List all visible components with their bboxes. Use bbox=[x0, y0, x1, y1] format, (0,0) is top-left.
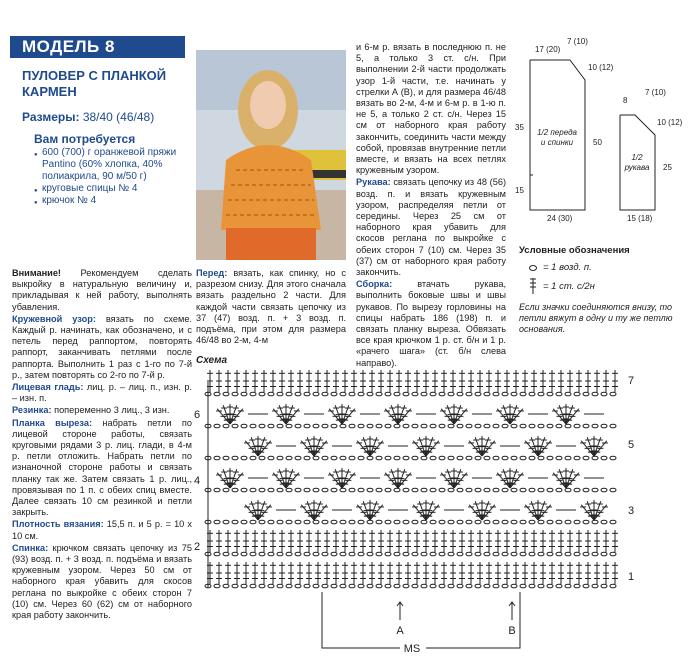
placket-label: Планка выреза: bbox=[12, 417, 93, 428]
row-label-2: 2 bbox=[194, 541, 200, 553]
legend-chain: = 1 возд. п. bbox=[543, 262, 592, 273]
front-label: Перед: bbox=[196, 268, 228, 278]
row-label-6: 6 bbox=[194, 409, 200, 421]
title-line-1: ПУЛОВЕР С ПЛАНКОЙ bbox=[22, 68, 167, 83]
instructions-column-3: и 6-м р. вязать в последнюю п. не 5, а т… bbox=[356, 42, 506, 370]
pattern-diagram: 1/2 переда и спинки 17 (20) 7 (10) 10 (1… bbox=[515, 37, 683, 223]
double-crochet-icon bbox=[530, 278, 536, 294]
row-label-1: 1 bbox=[628, 571, 634, 583]
dim-17-20: 17 (20) bbox=[535, 45, 561, 54]
legend-heading: Условные обозначения bbox=[519, 245, 630, 256]
dim-35: 35 bbox=[515, 123, 524, 132]
dim-24-30: 24 (30) bbox=[547, 214, 573, 223]
pattern-title: ПУЛОВЕР С ПЛАНКОЙ КАРМЕН bbox=[22, 68, 192, 100]
sleeves-label: Рукава: bbox=[356, 177, 391, 188]
attention-label: Внимание! bbox=[12, 268, 61, 278]
arrow-b-head-icon bbox=[508, 601, 516, 607]
sleeves-text: связать цепочку из 48 (56) возд. п. и вя… bbox=[356, 177, 506, 278]
material-item: 600 (700) г оранжевой пряжи Pantino (60%… bbox=[34, 147, 194, 183]
dim-7-10-a: 7 (10) bbox=[567, 37, 588, 46]
rib-text: попеременно 3 лиц., 3 изн. bbox=[51, 405, 170, 416]
lace-label: Кружевной узор: bbox=[12, 313, 96, 324]
gauge-label: Плотность вязания: bbox=[12, 519, 104, 530]
title-line-2: КАРМЕН bbox=[22, 84, 77, 99]
dim-10-12-a: 10 (12) bbox=[588, 63, 614, 72]
materials-list: 600 (700) г оранжевой пряжи Pantino (60%… bbox=[34, 147, 194, 209]
sleeve-label-2: рукава bbox=[624, 163, 650, 172]
stockinette-label: Лицевая гладь: bbox=[12, 382, 84, 393]
material-item: крючок № 4 bbox=[34, 195, 194, 209]
dim-10-12-b: 10 (12) bbox=[657, 118, 683, 127]
arrow-b-label: B bbox=[508, 625, 515, 637]
scheme-label: Схема bbox=[196, 355, 228, 366]
chain-symbol-icon bbox=[529, 264, 537, 271]
dim-25: 25 bbox=[663, 163, 672, 172]
back-text: крючком связать цепочку из 75 (93) возд.… bbox=[12, 542, 192, 621]
assembly-text: втачать рукава, выполнить боковые швы и … bbox=[356, 279, 506, 368]
dim-15-18: 15 (18) bbox=[627, 214, 653, 223]
material-item: круговые спицы № 4 bbox=[34, 183, 194, 197]
instructions-column-1: Внимание! Рекомендуем сделать выкройку в… bbox=[12, 268, 192, 622]
dim-15: 15 bbox=[515, 186, 524, 195]
dim-50: 50 bbox=[593, 138, 602, 147]
legend: Условные обозначения = 1 возд. п. = 1 ст… bbox=[519, 245, 689, 335]
dim-7-10-b: 7 (10) bbox=[645, 88, 666, 97]
lace-text: вязать по схеме. Каждый р. начинать, как… bbox=[12, 313, 192, 380]
attention-text: Рекомендуем сделать выкройку в натуральн… bbox=[12, 268, 192, 312]
crochet-chart: 7 5 3 1 6 4 2 A B MS bbox=[194, 370, 634, 655]
arrow-a-label: A bbox=[396, 625, 404, 637]
model-header: МОДЕЛЬ 8 bbox=[10, 36, 185, 58]
sizes: Размеры: 38/40 (46/48) bbox=[22, 110, 154, 124]
model-photo bbox=[196, 50, 346, 260]
ms-bracket-left bbox=[321, 592, 400, 649]
arrow-a-head-icon bbox=[396, 601, 404, 607]
front-piece-label-2: и спинки bbox=[541, 138, 574, 147]
sizes-label: Размеры: bbox=[22, 110, 80, 124]
materials-heading: Вам потребуется bbox=[34, 132, 136, 146]
front-piece-label-1: 1/2 переда bbox=[537, 128, 577, 137]
assembly-label: Сборка: bbox=[356, 279, 393, 290]
stockinette-text: лиц. р. – лиц. п., изн. р. – изн. п. bbox=[12, 382, 192, 404]
ms-bracket-right bbox=[426, 592, 521, 649]
front-text: вязать, как спинку, но с разрезом снизу.… bbox=[196, 268, 346, 346]
legend-dc: = 1 ст. с/2н bbox=[543, 280, 595, 292]
ms-label: MS bbox=[404, 643, 421, 655]
sizes-value: 38/40 (46/48) bbox=[82, 110, 155, 124]
row-label-7: 7 bbox=[628, 375, 634, 387]
row-label-4: 4 bbox=[194, 475, 200, 487]
instructions-column-2: Перед: вязать, как спинку, но с разрезом… bbox=[196, 268, 346, 347]
legend-note: Если значки соединяются внизу, то петли … bbox=[519, 302, 673, 334]
continuation-text: и 6-м р. вязать в последнюю п. не 5, а т… bbox=[356, 42, 506, 176]
rib-label: Резинка: bbox=[12, 405, 52, 416]
row-label-5: 5 bbox=[628, 439, 634, 451]
gauge-text: 15,5 п. и 5 р. = 10 х 10 см. bbox=[12, 519, 192, 541]
row-label-3: 3 bbox=[628, 505, 634, 517]
sleeve-label-1: 1/2 bbox=[631, 153, 643, 162]
dim-8: 8 bbox=[623, 96, 628, 105]
placket-text: набрать петли по лицевой стороне работы,… bbox=[12, 417, 192, 518]
back-label: Спинка: bbox=[12, 542, 49, 553]
